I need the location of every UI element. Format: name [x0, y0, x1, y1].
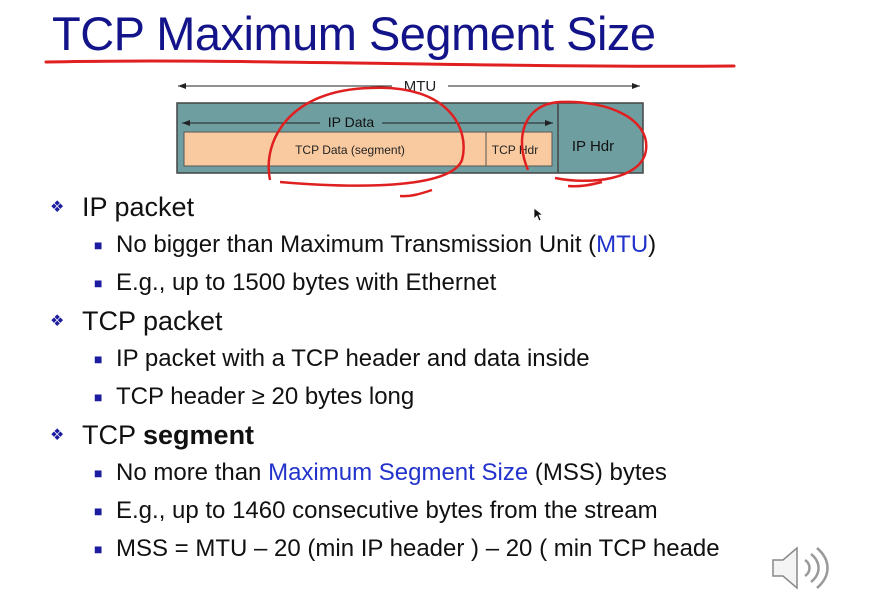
ip-data-label: IP Data — [328, 114, 375, 130]
bullet-ip-packet-mtu: ■ No bigger than Maximum Transmission Un… — [94, 231, 657, 258]
square-bullet-icon: ■ — [94, 351, 103, 367]
ip-hdr-circle-annotation — [520, 100, 648, 183]
bullet-list: ❖ IP packet ■ No bigger than Maximum Tra… — [50, 188, 870, 568]
tcp-hdr-label: TCP Hdr — [492, 143, 538, 157]
mouse-cursor-icon — [533, 207, 545, 222]
bullet-tcp-packet-inside: ■ IP packet with a TCP header and data i… — [94, 345, 590, 372]
speaker-icon[interactable] — [765, 540, 835, 596]
tcp-data-circle-annotation — [267, 86, 465, 187]
bullet-tcp-packet-header: ■ TCP header ≥ 20 bytes long — [94, 383, 415, 410]
tcp-data-label: TCP Data (segment) — [295, 143, 405, 157]
title-underline-annotation — [44, 59, 736, 68]
mss-highlight: Maximum Segment Size — [268, 459, 529, 486]
square-bullet-icon: ■ — [94, 465, 103, 481]
bullet-tcp-segment-stream: ■ E.g., up to 1460 consecutive bytes fro… — [94, 497, 658, 524]
tcp-hdr-box — [485, 131, 553, 167]
bullet-tcp-segment: ❖ TCP segment — [50, 419, 255, 450]
bullet-ip-packet: ❖ IP packet — [50, 191, 195, 222]
tcp-data-box — [183, 131, 487, 167]
square-bullet-icon: ■ — [94, 237, 103, 253]
square-bullet-icon: ■ — [94, 503, 103, 519]
slide-title: TCP Maximum Segment Size — [52, 7, 656, 60]
square-bullet-icon: ■ — [94, 541, 103, 557]
bullet-tcp-segment-mss: ■ No more than Maximum Segment Size (MSS… — [94, 459, 667, 486]
bullet-ip-packet-ethernet: ■ E.g., up to 1500 bytes with Ethernet — [94, 269, 497, 296]
diamond-bullet-icon: ❖ — [50, 427, 65, 444]
packet-diagram: MTU IP Data TCP Data (segment) TCP Hdr I… — [176, 78, 648, 198]
bullet-tcp-segment-formula: ■ MSS = MTU – 20 (min IP header ) – 20 (… — [94, 535, 720, 562]
ip-hdr-label: IP Hdr — [572, 138, 614, 155]
square-bullet-icon: ■ — [94, 389, 103, 405]
diamond-bullet-icon: ❖ — [50, 199, 65, 216]
diamond-bullet-icon: ❖ — [50, 313, 65, 330]
bullet-tcp-packet: ❖ TCP packet — [50, 305, 223, 336]
mtu-highlight: MTU — [596, 231, 649, 258]
square-bullet-icon: ■ — [94, 275, 103, 291]
